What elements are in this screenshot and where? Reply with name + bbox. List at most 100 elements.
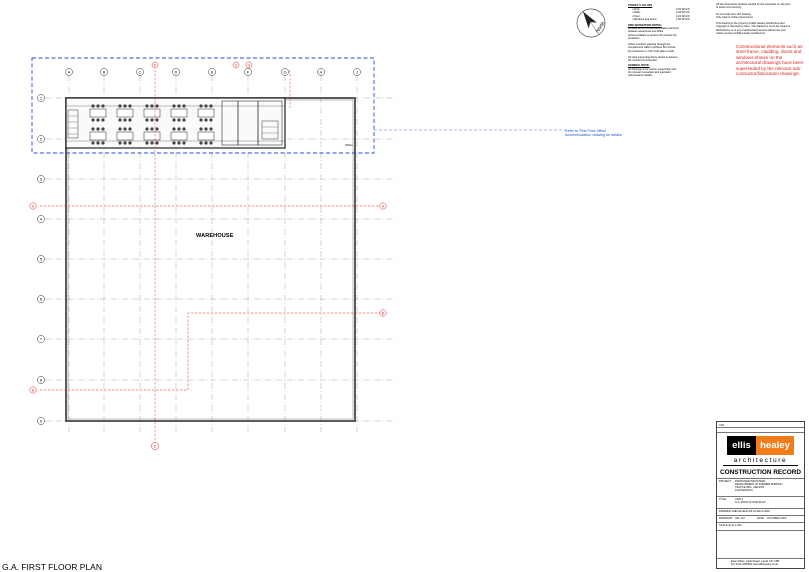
fire-notes-heading: FIRE SEPARATION NOTES: xyxy=(628,24,662,28)
fire-marker-edge-label: A xyxy=(32,204,35,208)
grid-label-row-8: 8 xyxy=(40,378,43,383)
drawn-by-label: DRAWN BY xyxy=(719,517,733,520)
fire-marker-edge xyxy=(379,202,387,210)
desk-clusters xyxy=(89,104,215,145)
drawing-number: LCSH-EHA-ZZ-01-DR-A-0203 xyxy=(735,510,770,513)
project-label: PROJECT xyxy=(719,480,732,483)
warehouse-label: WAREHOUSE xyxy=(196,233,234,239)
disclaimer-line: written consent of Ellis Healey Architec… xyxy=(716,31,766,35)
fire-marker-edge xyxy=(29,202,37,210)
fire-note-line: 60 minutes fire protection. xyxy=(628,59,658,63)
u-value: 1.60 W/m²K xyxy=(676,17,690,21)
grid-bubble-row-3 xyxy=(37,175,45,183)
u-value-element: • Roof: xyxy=(632,8,640,12)
grid-label-col-B: B xyxy=(103,70,106,75)
fire-note-line: compartment walls to achieve 60 minutes xyxy=(628,46,676,50)
grid-label-col-C: C xyxy=(139,70,142,75)
grid-label-row-7: 7 xyxy=(40,337,43,342)
grid-bubble-col-H xyxy=(317,68,325,76)
u-value-row: • Walls: 0.23 W/m²K xyxy=(628,11,706,14)
north-arrow-icon xyxy=(576,8,606,38)
u-value: 0.22 W/m²K xyxy=(676,14,690,18)
project-line: DEVELOPMENT AT FORMER BURNLEY xyxy=(735,483,784,486)
scale-label: SCALE @ A1 xyxy=(719,524,735,527)
general-note-line: All drawings to be read in conjunction w… xyxy=(628,67,677,71)
u-value-element: • Walls: xyxy=(632,11,641,15)
logo-ellis: ellis xyxy=(727,436,756,455)
construction-record-heading: CONSTRUCTION RECORD xyxy=(720,469,801,476)
date-label: DATE xyxy=(757,517,764,520)
grid-bubble-row-1 xyxy=(37,94,45,102)
drawing-date: OCTOBER 2023 xyxy=(767,517,787,520)
u-value-row: • Roof: 0.20 W/m²K xyxy=(628,8,706,11)
u-value: 0.23 W/m²K xyxy=(676,11,690,15)
grid-label-col-J: J xyxy=(356,70,358,75)
grid-bubble-row-8 xyxy=(37,376,45,384)
logo-healey: healey xyxy=(756,436,794,455)
disclaimer-line: This drawing is the property of Ellis He… xyxy=(716,22,785,26)
grid-bubble-row-4 xyxy=(37,215,45,223)
drawn-by: HM / AH xyxy=(735,517,745,520)
grid-bubble-col-A xyxy=(65,68,73,76)
office-note-line-1: Refer to 'First Floor Office xyxy=(565,129,606,133)
fire-note-line: All steel within compartment walls and f… xyxy=(628,27,679,31)
office-extent-boundary xyxy=(31,57,375,154)
grid-label-col-A: A xyxy=(68,70,71,75)
grid-label-row-6: 6 xyxy=(40,297,43,302)
general-note-heading: GENERAL NOTE: xyxy=(628,64,650,68)
grid-label-col-G: G xyxy=(283,70,286,75)
grid-bubble-row-7 xyxy=(37,335,45,343)
grid-label-row-4: 4 xyxy=(40,217,43,222)
fire-note-line: All steel supporting floors shown to ach… xyxy=(628,56,678,60)
fire-marker-edge-label: B xyxy=(32,388,35,392)
u-value-row: • Windows and doors: 1.60 W/m²K xyxy=(628,18,706,21)
project-line: TEXTILE MILL, NELSON xyxy=(735,486,765,489)
fire-notes-text: All steel within compartment walls and f… xyxy=(628,27,706,62)
drawing-number-label: DRAWING NO. xyxy=(719,510,737,513)
u-value-element: • Windows and doors: xyxy=(632,17,658,21)
fire-marker-top xyxy=(232,61,240,69)
notes-left-column: TARGET U-VALUES • Roof:0.20 W/m²K• Walls… xyxy=(628,4,706,77)
u-value: 0.20 W/m²K xyxy=(676,8,690,12)
grid-label-row-5: 5 xyxy=(40,257,43,262)
revision-code: C03 xyxy=(719,424,724,427)
fire-note-line: accommodation to achieve 60 minutes fire xyxy=(628,33,677,37)
u-value-row: • Floor:0.22 W/m²K xyxy=(628,15,706,18)
title-line: G.A. FIRST FLOOR PLAN xyxy=(735,501,766,504)
grid-bubble-col-D xyxy=(172,68,180,76)
fire-note-line: between warehouse and office xyxy=(628,30,664,34)
fire-note-line: Active members passing through the xyxy=(628,43,671,47)
disclaimer-line: Only work to written dimensions. xyxy=(716,15,754,19)
office-address: Ewen Place, Keller Road, Leeds LS7 1PB xyxy=(731,560,780,563)
project-line: PROPOSED INDUSTRIAL xyxy=(735,480,766,483)
company-logo: ellis healey xyxy=(727,436,794,455)
fire-marker-top-label: G xyxy=(235,63,238,67)
fire-marker-top xyxy=(245,61,253,69)
grid-bubble-col-B xyxy=(100,68,108,76)
disclaimer-line: disclosed by or to any unauthorised pers… xyxy=(716,28,786,32)
disclaimer-line: copyright is reserved by them. The drawi… xyxy=(716,25,791,29)
grid-label-col-H: H xyxy=(320,70,323,75)
grid-label-col-D: D xyxy=(175,70,178,75)
disclaimer-line: Do not scale from this drawing. xyxy=(716,12,752,16)
grid-label-row-9: 9 xyxy=(40,419,43,424)
grid-label-row-1: 1 xyxy=(40,96,43,101)
grid-label-row-3: 3 xyxy=(40,177,43,182)
fire-marker-edge-label: A xyxy=(382,204,385,208)
title-label: TITLE xyxy=(719,498,727,501)
grid-bubble-col-J xyxy=(353,68,361,76)
grid-bubble-col-F xyxy=(244,68,252,76)
grid-bubble-row-5 xyxy=(37,255,45,263)
general-note-line: subcontractor details. xyxy=(628,74,653,78)
grid-label-row-2: 2 xyxy=(40,137,43,142)
fire-note-line: fire protection to 1.5m both sides of wa… xyxy=(628,49,675,53)
target-u-values-heading: TARGET U-VALUES xyxy=(628,4,653,7)
title-block: C03 ellis healey architecture CONSTRUCTI… xyxy=(716,421,805,569)
fire-marker-edge xyxy=(379,309,387,317)
grid-bubble-col-E xyxy=(208,68,216,76)
grid-bubble-row-6 xyxy=(37,295,45,303)
grid-label-col-E: E xyxy=(211,70,214,75)
